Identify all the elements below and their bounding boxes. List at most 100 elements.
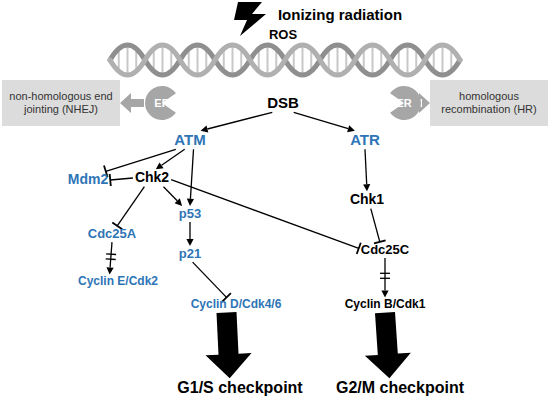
node-text: G2/M checkpoint [336,379,464,396]
node-text: Cdc25A [88,226,136,241]
node-text: non-homologous end jointing (NHEJ) [9,90,112,115]
inhibition-bar [110,174,111,186]
node-text: Mdm2 [68,171,108,187]
activation-arrow [363,149,370,191]
node-text: Cyclin B/Cdk1 [345,297,426,311]
activation-arrow [164,187,183,206]
cyclin-label: Cyclin B/Cdk1 [343,297,428,312]
connector-line [171,180,359,249]
kinase-label: ATM [172,131,207,150]
text-wrap: Cyclin E/Cdk2 [78,275,158,288]
activation-arrow [201,112,273,132]
text-wrap: Cdc25A [88,227,136,241]
activation-arrow [156,149,185,169]
block-arrow-shape [206,312,252,378]
connector-line [193,262,227,297]
er-symbol: ER [144,85,180,121]
text-wrap: ATM [174,132,205,149]
node-text: Cyclin D/Cdk4/6 [191,297,282,311]
node-text: ER [154,97,169,109]
node-text: homologous recombination (HR) [441,90,536,115]
repair-pathway-box: homologous recombination (HR) [430,80,548,126]
dna-strand [110,45,460,75]
protein-label: Chk2 [133,169,171,186]
inhibition-line [193,262,231,302]
activation-arrow [186,222,193,246]
node-text: p53 [179,206,201,221]
block-strike [106,258,116,260]
node-text: Chk1 [350,191,384,207]
inhibition-bar [357,243,361,254]
arrow-head [175,198,183,206]
text-wrap: ER [154,97,169,109]
arrow-head [187,199,194,206]
ros-label: ROS [269,27,297,42]
protein-label: Cdc25C [359,242,411,258]
protein-label: Mdm2 [66,171,110,188]
arrow-head [107,267,114,274]
er-symbol: ER [386,85,422,121]
dna-strand [110,45,460,75]
text-wrap: non-homologous end jointing (NHEJ) [8,90,114,116]
text-wrap: Chk2 [135,170,169,185]
text-wrap: G1/S checkpoint [177,379,302,397]
node-text: Chk2 [135,169,169,185]
inhibition-line [112,187,144,230]
blocked-arrow [380,258,390,297]
connector-line [190,149,193,199]
block-arrow [206,312,252,378]
text-wrap: Cyclin B/Cdk1 [345,298,426,311]
kinase-label: ATR [348,131,382,150]
repair-pathway-box: non-homologous end jointing (NHEJ) [2,80,120,126]
protein-label: p21 [177,246,203,262]
text-wrap: Cdc25C [361,243,409,257]
block-arrow-shape [365,312,411,378]
block-arrow [365,312,411,378]
text-wrap: Cyclin D/Cdk4/6 [191,298,282,311]
lightning-bolt [234,2,266,36]
node-text: Cdc25C [361,242,409,257]
inhibition-line [371,209,386,244]
connector-line [164,187,178,201]
block-strike [106,253,116,255]
text-wrap: ATR [350,132,380,149]
text-wrap: p53 [179,207,201,221]
connector-line [189,222,190,239]
node-text: G1/S checkpoint [177,379,302,396]
text-wrap: Chk1 [350,192,384,207]
er-shape [390,86,421,120]
activation-arrow [187,149,194,206]
text-wrap: ER [396,97,411,109]
checkpoint-label: G2/M checkpoint [334,378,466,398]
connector-line [384,258,385,290]
block-strike [380,278,390,279]
connector-line [110,178,133,180]
activation-arrow [294,112,355,132]
connector-line [371,209,380,242]
er-shape [145,86,176,120]
text-wrap: p21 [179,247,201,261]
connector-line [365,149,367,184]
block-arrow-shape [120,93,144,113]
text-wrap: homologous recombination (HR) [436,90,542,116]
text-wrap: G2/M checkpoint [336,379,464,397]
inhibition-line [171,180,361,254]
connector-line [294,112,349,128]
connector-line [207,112,272,129]
arrow-head [186,239,193,246]
node-text: Cyclin E/Cdk2 [78,274,158,288]
protein-label: p53 [177,206,203,222]
connector-line [162,149,185,165]
block-strike [380,273,390,274]
cyclin-label: Cyclin D/Cdk4/6 [189,297,284,312]
stimulus-label: Ionizing radiation [278,6,402,23]
node-text: DSB [267,94,299,111]
checkpoint-label: G1/S checkpoint [175,378,304,398]
connector-line [106,149,176,171]
text-wrap: DSB [267,95,299,112]
cyclin-label: Cyclin E/Cdk2 [76,274,160,289]
node-text: p21 [179,246,201,261]
